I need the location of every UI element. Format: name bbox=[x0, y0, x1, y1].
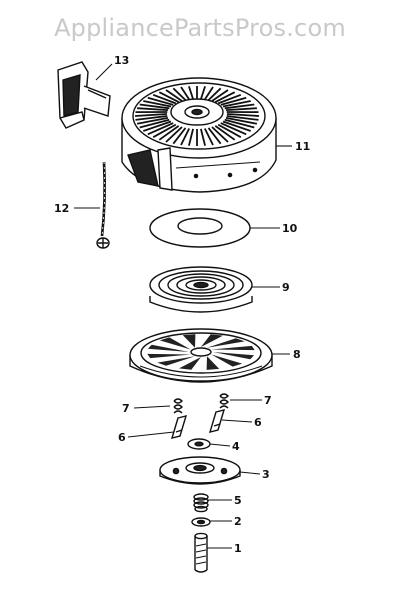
pulley-vane bbox=[159, 337, 191, 350]
housing-fin bbox=[207, 127, 222, 145]
callout-10: 10 bbox=[282, 222, 298, 235]
housing-fin bbox=[226, 113, 260, 117]
housing-fin bbox=[158, 91, 180, 103]
part-5-brake-spring bbox=[193, 493, 209, 513]
housing-fin bbox=[137, 107, 169, 111]
housing-fin bbox=[200, 86, 206, 100]
housing-fin bbox=[158, 125, 180, 141]
part-2-washer bbox=[191, 517, 211, 527]
housing-fin bbox=[200, 128, 206, 146]
housing-fin bbox=[220, 122, 247, 136]
part-9-rewind-spring bbox=[149, 266, 253, 313]
callout-9: 9 bbox=[282, 281, 290, 294]
housing-fin bbox=[172, 127, 187, 145]
callout-13: 13 bbox=[114, 54, 129, 67]
part-13-starter-handle bbox=[57, 61, 111, 129]
housing-fin bbox=[147, 96, 174, 106]
callout-8: 8 bbox=[293, 348, 301, 361]
callout-7-right: 7 bbox=[264, 394, 272, 407]
housing-fin bbox=[143, 100, 172, 108]
housing-fin bbox=[188, 128, 194, 146]
housing-fin bbox=[165, 89, 183, 102]
housing-fin bbox=[139, 118, 170, 129]
part-8-pulley bbox=[129, 328, 273, 383]
part-6-pawl-left bbox=[170, 415, 188, 439]
callout-4: 4 bbox=[232, 440, 240, 453]
housing-fin bbox=[203, 128, 214, 146]
housing-fin bbox=[147, 122, 174, 136]
pulley-vane bbox=[179, 357, 201, 370]
pulley-vane bbox=[201, 334, 223, 347]
housing-fin bbox=[214, 91, 236, 103]
housing-fin bbox=[214, 125, 236, 141]
housing-fin bbox=[180, 86, 190, 100]
callout-6-left: 6 bbox=[118, 431, 126, 444]
part-6-pawl-right bbox=[208, 409, 226, 433]
housing-fin bbox=[224, 118, 255, 129]
housing-fin bbox=[152, 123, 177, 138]
pulley-vane bbox=[147, 353, 191, 359]
pulley-vane bbox=[211, 345, 255, 351]
leader-lines bbox=[74, 63, 292, 549]
housing-fin bbox=[211, 126, 229, 143]
part-4-washer bbox=[187, 438, 211, 450]
callout-2: 2 bbox=[234, 515, 242, 528]
callout-11: 11 bbox=[295, 140, 310, 153]
housing-fin bbox=[180, 128, 191, 146]
callout-12: 12 bbox=[54, 202, 69, 215]
callout-5: 5 bbox=[234, 494, 242, 507]
pulley-vane bbox=[213, 352, 255, 360]
housing-fin bbox=[188, 86, 194, 100]
pulley-vane bbox=[207, 338, 245, 348]
housing-fin bbox=[172, 87, 187, 101]
pulley-vane bbox=[157, 356, 195, 366]
part-3-retainer bbox=[159, 456, 241, 485]
pulley-vane bbox=[211, 354, 243, 367]
part-11-starter-housing bbox=[121, 77, 277, 193]
callout-7-left: 7 bbox=[122, 402, 130, 415]
housing-fin bbox=[165, 126, 183, 143]
housing-fin bbox=[225, 117, 258, 125]
watermark-text: AppliancePartsPros.com bbox=[54, 14, 346, 42]
part-12-starter-rope bbox=[96, 161, 110, 249]
callout-1: 1 bbox=[234, 542, 242, 555]
housing-fin bbox=[211, 89, 229, 102]
housing-fin bbox=[222, 100, 251, 108]
housing-fin bbox=[222, 120, 251, 132]
housing-fin bbox=[220, 96, 247, 106]
housing-fin bbox=[134, 113, 168, 117]
housing-fin bbox=[136, 117, 169, 125]
pulley-vane bbox=[147, 344, 189, 352]
pulley-vane bbox=[206, 356, 220, 370]
callout-3: 3 bbox=[262, 468, 270, 481]
housing-fin bbox=[225, 107, 257, 111]
housing-fin bbox=[226, 115, 259, 121]
housing-fin bbox=[152, 93, 177, 105]
part-1-center-screw bbox=[194, 532, 208, 573]
housing-fin bbox=[207, 87, 222, 101]
housing-fin bbox=[217, 123, 242, 138]
part-7-pawl-spring-right bbox=[219, 393, 229, 409]
housing-fin bbox=[217, 93, 242, 105]
callout-6-right: 6 bbox=[254, 416, 262, 429]
housing-fin bbox=[204, 86, 214, 100]
part-10-spring-cover-plate bbox=[149, 208, 251, 248]
housing-fin bbox=[139, 103, 170, 110]
pulley-vane bbox=[182, 334, 196, 348]
housing-fin bbox=[224, 103, 255, 110]
housing-fin bbox=[143, 120, 172, 132]
part-7-pawl-spring-left bbox=[173, 398, 183, 414]
housing-fin bbox=[135, 115, 168, 121]
